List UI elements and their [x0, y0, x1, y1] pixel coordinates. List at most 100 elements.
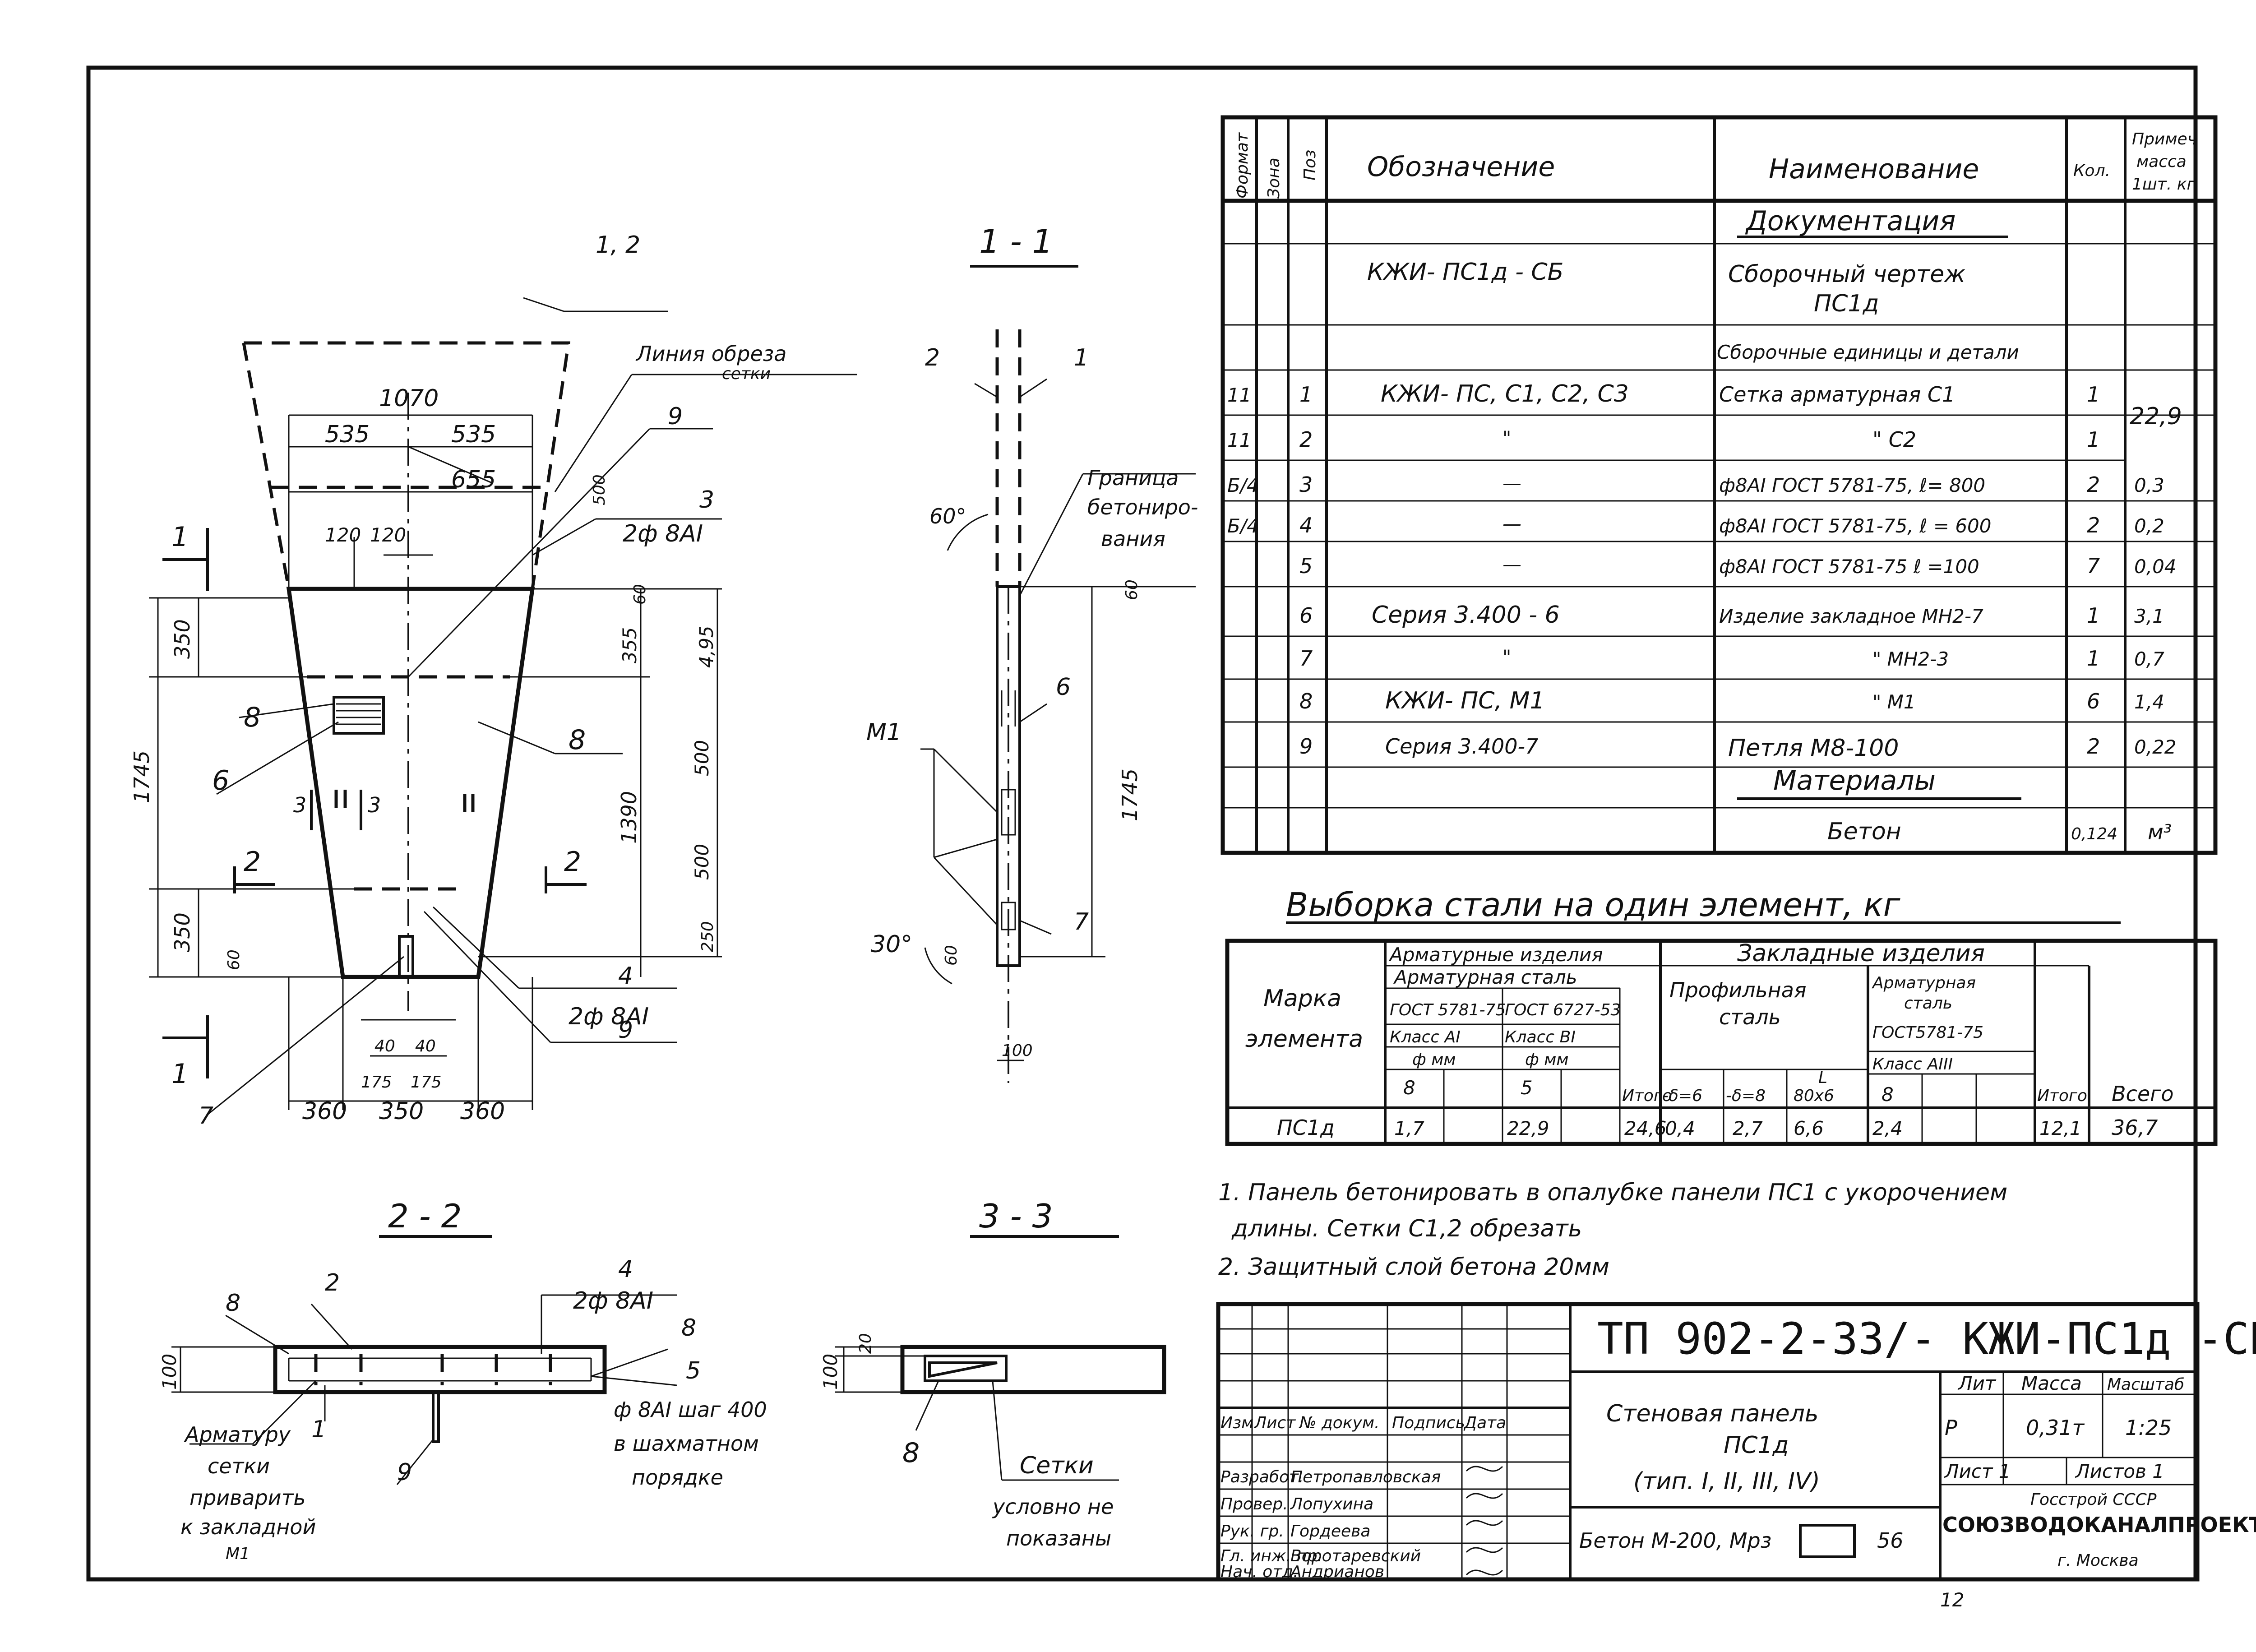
tb-lit: Лит — [1957, 1372, 1997, 1394]
svg-text:7: 7 — [2087, 554, 2100, 578]
dim-500-top: 500 — [590, 474, 609, 505]
dim-175b: 175 — [411, 1073, 442, 1092]
angle-30: 30° — [871, 931, 912, 958]
tb-col-sign: Подпись — [1392, 1414, 1465, 1432]
svg-text:2,7: 2,7 — [1733, 1117, 1763, 1139]
svg-text:1,4: 1,4 — [2134, 691, 2164, 713]
svg-text:Лопухина: Лопухина — [1290, 1495, 1373, 1513]
s33-dim-100: 100 — [819, 1354, 841, 1390]
material-unit: м³ — [2148, 820, 2172, 844]
svg-text:6,6: 6,6 — [1794, 1117, 1824, 1139]
st-emb-class: Класс АIII — [1872, 1055, 1953, 1074]
callout-9-top: 9 — [668, 403, 683, 430]
callout-6: 6 — [212, 765, 229, 796]
boundary-1: Граница — [1087, 466, 1179, 490]
spec-table — [1220, 115, 2218, 855]
note-2: 2. Защитный слой бетона 20мм — [1218, 1254, 1609, 1281]
s11-callout-2: 2 — [925, 344, 940, 371]
svg-text:2: 2 — [2087, 472, 2100, 497]
svg-text:2: 2 — [2087, 513, 2100, 537]
svg-text:5: 5 — [1299, 554, 1313, 578]
hdr-designation: Обозначение — [1367, 151, 1555, 183]
tb-mrz-val: 56 — [1877, 1528, 1904, 1553]
hdr-qty: Кол. — [2073, 162, 2110, 180]
s22-callout-9: 9 — [397, 1459, 412, 1486]
svg-text:6: 6 — [1299, 603, 1313, 628]
doc-designation: КЖИ- ПС1д - СБ — [1367, 259, 1563, 286]
section-1-1-title: 1 - 1 — [979, 222, 1053, 260]
s22-note-4: к закладной — [180, 1515, 316, 1539]
st-gost-a: ГОСТ 5781-75 — [1390, 1001, 1506, 1019]
dim-120b: 120 — [370, 524, 406, 546]
svg-text:ф8АI ГОСТ 5781-75, ℓ = 600: ф8АI ГОСТ 5781-75, ℓ = 600 — [1719, 515, 1991, 537]
section-materials: Материалы — [1773, 765, 1936, 796]
tb-sheets: Листов 1 — [2075, 1460, 2164, 1482]
svg-text:0,2: 0,2 — [2134, 515, 2164, 537]
tb-org-3: г. Москва — [2057, 1551, 2139, 1570]
sec2a: 2 — [244, 846, 261, 878]
svg-text:Гл. инж. пр.: Гл. инж. пр. — [1220, 1547, 1322, 1565]
cut-line-sub: сетки — [722, 365, 771, 383]
svg-text:Рук. гр.: Рук. гр. — [1220, 1522, 1284, 1541]
note-1b: длины. Сетки С1,2 обрезать — [1231, 1215, 1582, 1242]
svg-text:1,7: 1,7 — [1394, 1117, 1424, 1139]
dim-360a: 360 — [302, 1098, 347, 1125]
mrz-box — [1799, 1524, 1856, 1558]
dim-60-bot: 60 — [225, 949, 243, 970]
svg-text:" С2: " С2 — [1872, 427, 1916, 452]
rebar-3: 2ф 8АI — [623, 520, 703, 547]
svg-text:Петропавловская: Петропавловская — [1290, 1468, 1441, 1486]
tb-scale-val: 1:25 — [2125, 1416, 2172, 1440]
svg-text:6: 6 — [2087, 689, 2100, 713]
s33-note-3: показаны — [1006, 1526, 1111, 1550]
dim-350-top: 350 — [170, 619, 194, 659]
sec3b: 3 — [368, 793, 381, 817]
svg-text:—: — — [1502, 513, 1521, 535]
dim-1070: 1070 — [379, 385, 439, 412]
svg-text:1: 1 — [2087, 382, 2100, 407]
svg-text:12,1: 12,1 — [2039, 1117, 2082, 1139]
dim-355: 355 — [619, 627, 641, 663]
note-1a: 1. Панель бетонировать в опалубке панели… — [1218, 1179, 2007, 1206]
st-mark-2: элемента — [1245, 1026, 1363, 1053]
section-3-3-body — [900, 1345, 1166, 1394]
svg-text:2: 2 — [2087, 734, 2100, 759]
spec-rows: 11 1 КЖИ- ПС, С1, С2, С3 Сетка арматурна… — [1227, 380, 2182, 762]
s22-callout-1: 1 — [311, 1416, 326, 1443]
tb-col-list: Лист — [1253, 1414, 1296, 1432]
svg-text:ф8АI ГОСТ 5781-75 ℓ =100: ф8АI ГОСТ 5781-75 ℓ =100 — [1719, 555, 1979, 578]
svg-text:Петля М8-100: Петля М8-100 — [1728, 735, 1899, 762]
s11-callout-6: 6 — [1056, 674, 1071, 701]
hdr-note-3: 1шт. кг — [2132, 175, 2196, 194]
section-docs: Документация — [1745, 205, 1956, 237]
dim-1390: 1390 — [617, 791, 641, 844]
s33-note-2: условно не — [992, 1495, 1114, 1519]
st-rebar-steel: Арматурная сталь — [1393, 966, 1577, 988]
st-total-a: Итого — [1622, 1087, 1672, 1105]
st-p3-2: 80х6 — [1794, 1087, 1834, 1105]
s11-callout-1: 1 — [1074, 344, 1089, 371]
svg-text:22,9: 22,9 — [1507, 1117, 1549, 1139]
svg-text:11: 11 — [1227, 429, 1251, 451]
st-d8: 8 — [1403, 1077, 1415, 1099]
title-block — [1216, 1302, 2200, 1582]
svg-text:2,4: 2,4 — [1872, 1117, 1903, 1139]
section-2-2 — [171, 1235, 677, 1485]
callout-3: 3 — [699, 486, 714, 514]
svg-text:3: 3 — [1299, 472, 1313, 497]
svg-text:—: — — [1502, 553, 1521, 575]
svg-text:Воротаревский: Воротаревский — [1290, 1547, 1421, 1565]
st-dia-a: ф мм — [1412, 1050, 1456, 1069]
s11-m1: М1 — [866, 719, 901, 746]
hdr-zone: Зона — [1265, 157, 1283, 199]
s22-note-2: сетки — [208, 1454, 270, 1478]
dim-500a: 500 — [691, 740, 713, 776]
callout-8a: 8 — [244, 702, 261, 733]
st-gost-b: ГОСТ 6727-53 — [1505, 1001, 1621, 1019]
callout-7: 7 — [199, 1102, 213, 1129]
tb-col-date: Дата — [1463, 1414, 1506, 1432]
dim-495: 4,95 — [695, 625, 717, 668]
s22-callout-8: 8 — [226, 1290, 240, 1317]
section-3-3-title: 3 - 3 — [979, 1197, 1053, 1235]
hdr-note-1: Примеч — [2132, 130, 2197, 148]
